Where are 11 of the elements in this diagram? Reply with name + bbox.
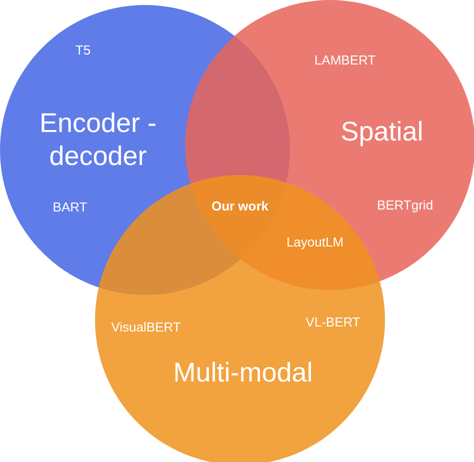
model-name: LAMBERT — [314, 52, 376, 68]
set-title: Encoder -decoder — [38, 107, 158, 173]
model-name: VL-BERT — [306, 314, 360, 330]
model-name: BART — [52, 200, 88, 214]
set-title: Multi-modal — [173, 356, 313, 390]
intersection-label: Our work — [211, 198, 269, 214]
model-name: LayoutLM — [286, 234, 344, 250]
set-title: Spatial — [340, 116, 424, 148]
model-name: T5 — [75, 42, 91, 58]
model-name: BERTgrid — [376, 198, 434, 212]
model-name: VisualBERT — [111, 320, 181, 334]
